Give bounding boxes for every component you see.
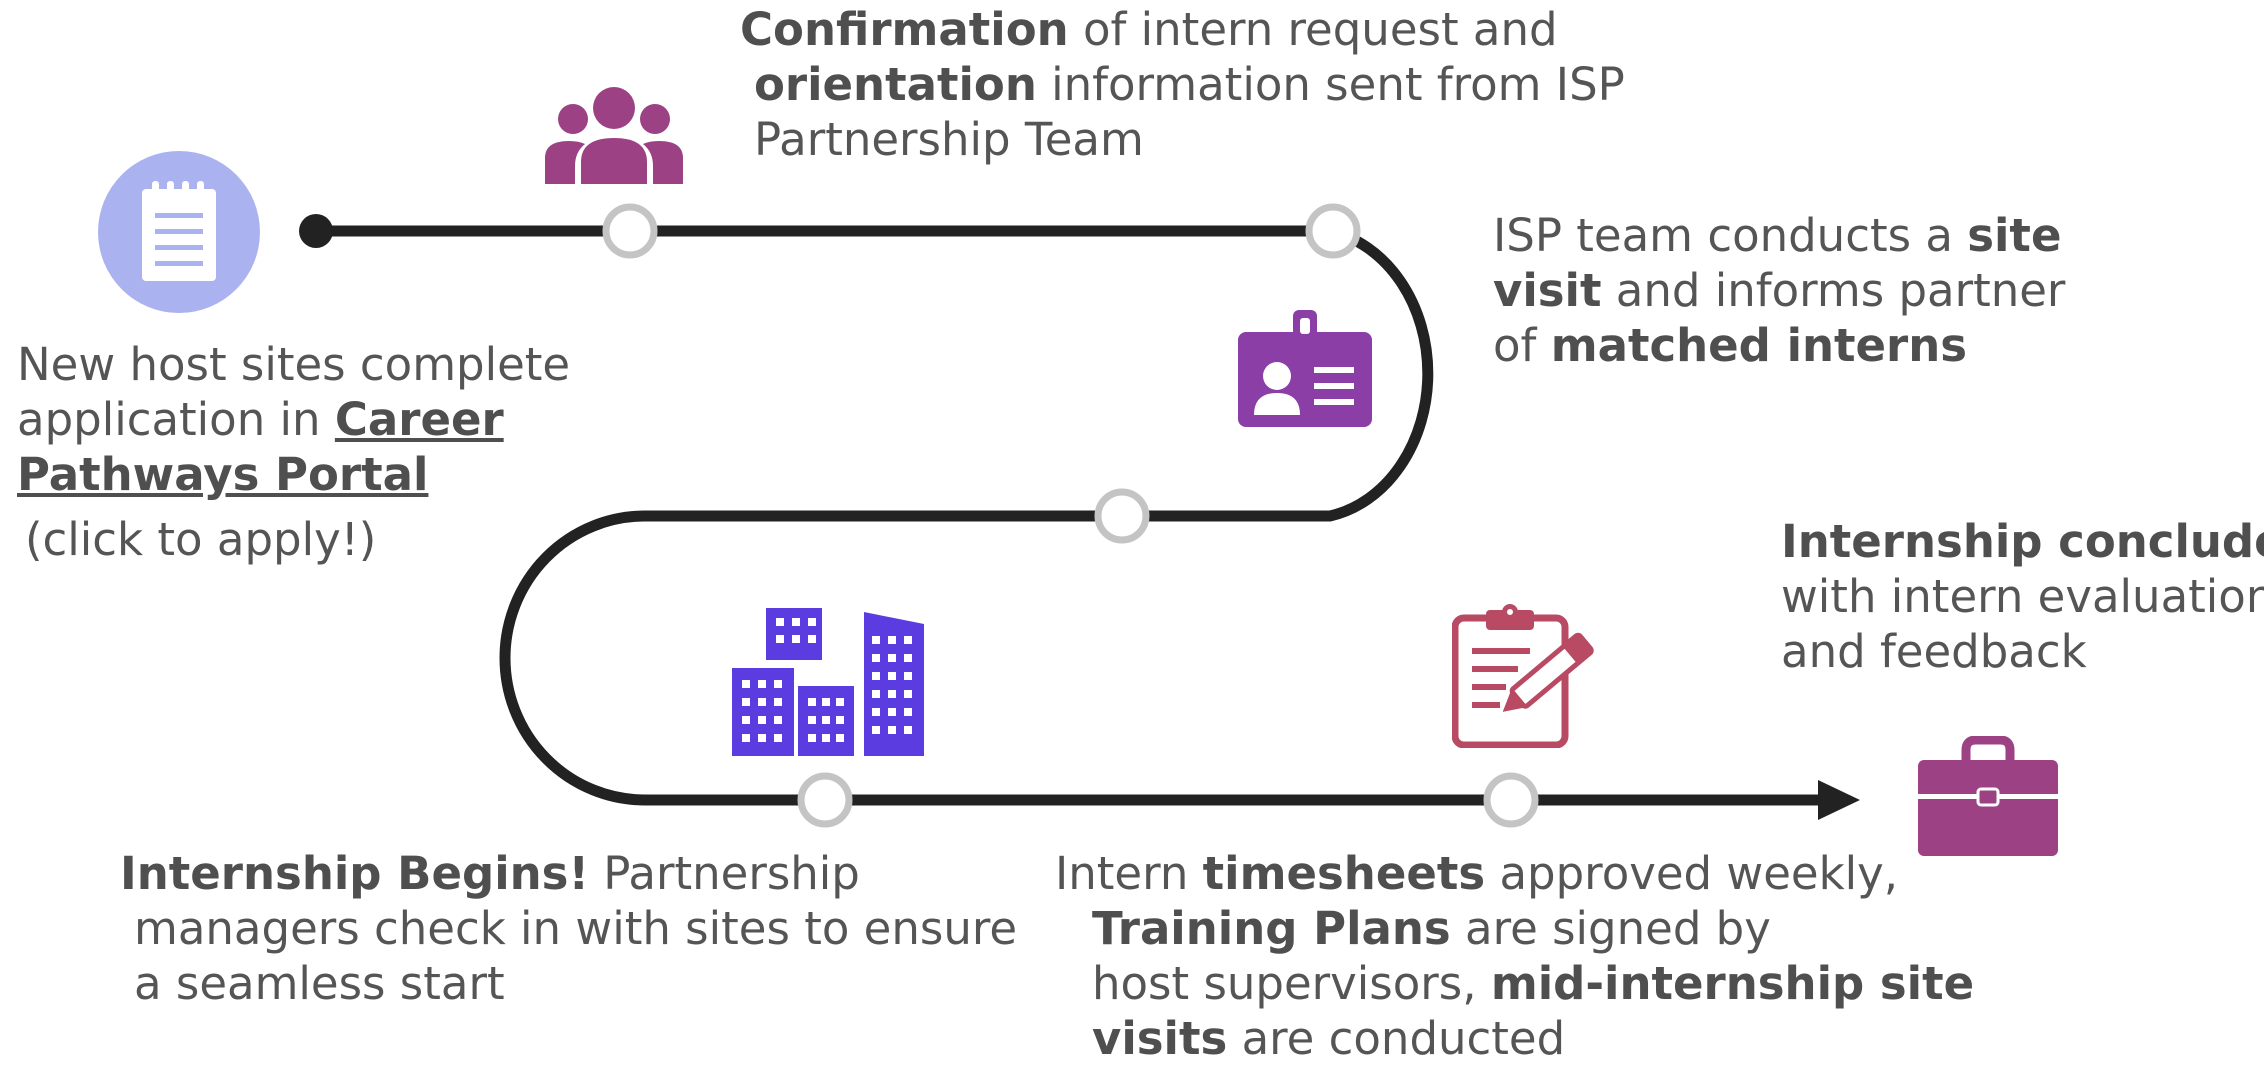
building-window [822, 716, 830, 724]
building-window [742, 698, 750, 706]
career-pathways-portal-link-part1[interactable]: Career [334, 393, 504, 446]
building-window [808, 618, 816, 626]
group-people-icon [545, 87, 683, 184]
briefcase-icon [1918, 736, 2058, 856]
visits-bold: visits [1092, 1012, 1228, 1065]
notepad-icon [98, 151, 260, 313]
building-window [872, 726, 880, 734]
timeline-node-match [1094, 488, 1150, 544]
timeline-node-begins [797, 772, 853, 828]
clipboard-pencil-icon [1452, 604, 1594, 748]
step-confirmation-text: Confirmation of intern request and orien… [740, 2, 1625, 167]
training-plans-bold: Training Plans [1092, 902, 1451, 955]
timesheets-text-3: are signed by [1450, 902, 1771, 955]
concludes-text-1: with intern evaluations [1781, 570, 2264, 623]
apply-note[interactable]: (click to apply!) [25, 513, 377, 566]
building-window [888, 708, 896, 716]
internship-begins-bold: Internship Begins! [120, 847, 589, 900]
building-window [888, 636, 896, 644]
buildings-icon [732, 608, 924, 756]
timeline-node-confirmation [602, 203, 658, 259]
building-window [872, 708, 880, 716]
confirmation-text-1: of intern request and [1068, 3, 1558, 56]
building-window [872, 654, 880, 662]
building-window [774, 734, 782, 742]
internship-concludes-bold: Internship concludes [1781, 515, 2264, 568]
building-window [808, 716, 816, 724]
building-window [758, 734, 766, 742]
building-window [808, 635, 816, 643]
begins-text-2: managers check in with sites to ensure [134, 902, 1018, 955]
building-window [758, 716, 766, 724]
timeline-end-arrow [1818, 780, 1860, 820]
id-badge-icon [1238, 310, 1372, 427]
building-window [904, 636, 912, 644]
timeline-start-dot [299, 214, 333, 248]
concludes-text-2: and feedback [1781, 625, 2087, 678]
apply-line1: New host sites complete [17, 338, 571, 391]
building-window [904, 654, 912, 662]
step-begins-text: Internship Begins! Partnership managers … [120, 846, 1017, 1011]
step-apply-text: New host sites complete application in C… [17, 337, 570, 502]
timesheets-bold: timesheets [1202, 847, 1486, 900]
begins-text-1: Partnership [588, 847, 860, 900]
timesheets-text-2: approved weekly, [1485, 847, 1899, 900]
timeline-node-site-visit [1305, 203, 1361, 259]
building-window [742, 680, 750, 688]
building-window [836, 698, 844, 706]
step-timesheets-text: Intern timesheets approved weekly, Train… [1055, 846, 1974, 1066]
building-window [822, 698, 830, 706]
matched-interns-bold: matched interns [1550, 319, 1968, 372]
building-window [904, 726, 912, 734]
building-window [888, 690, 896, 698]
building-window [888, 654, 896, 662]
building-window [742, 734, 750, 742]
orientation-bold: orientation [754, 58, 1037, 111]
building-window [888, 726, 896, 734]
building-window [808, 698, 816, 706]
building-window [776, 618, 784, 626]
building-window [836, 716, 844, 724]
timeline-node-timesheets [1483, 772, 1539, 828]
site-visit-text-2: and informs partner [1601, 264, 2066, 317]
building-window [758, 698, 766, 706]
building-window [808, 734, 816, 742]
building-window [904, 672, 912, 680]
building-window [904, 690, 912, 698]
confirmation-text-3: Partnership Team [754, 113, 1144, 166]
mid-internship-site-bold: mid-internship site [1490, 957, 1975, 1010]
apply-line2: application in [17, 393, 335, 446]
timesheets-text-4: host supervisors, [1092, 957, 1491, 1010]
visit-bold: visit [1493, 264, 1602, 317]
begins-text-3: a seamless start [134, 957, 505, 1010]
building-window [888, 672, 896, 680]
confirmation-bold: Confirmation [740, 3, 1069, 56]
building-window [792, 635, 800, 643]
building-window [776, 635, 784, 643]
building-window [774, 716, 782, 724]
building-window [872, 636, 880, 644]
building-window [758, 680, 766, 688]
timeline-path [312, 225, 1831, 806]
site-bold: site [1967, 209, 2062, 262]
timesheets-text-1: Intern [1055, 847, 1203, 900]
step-site-visit-text: ISP team conducts a site visit and infor… [1493, 208, 2065, 373]
building-window [742, 716, 750, 724]
building-window [872, 690, 880, 698]
building-window [792, 618, 800, 626]
building-window [904, 708, 912, 716]
building-window [822, 734, 830, 742]
career-pathways-portal-link-part2[interactable]: Pathways Portal [17, 448, 429, 501]
site-visit-text-3: of [1493, 319, 1551, 372]
confirmation-text-2: information sent from ISP [1036, 58, 1625, 111]
building-window [836, 734, 844, 742]
building-window [774, 680, 782, 688]
step-concludes-text: Internship concludes with intern evaluat… [1781, 514, 2264, 679]
building-window [774, 698, 782, 706]
site-visit-text-1: ISP team conducts a [1493, 209, 1968, 262]
timesheets-text-5: are conducted [1227, 1012, 1566, 1065]
building-window [872, 672, 880, 680]
